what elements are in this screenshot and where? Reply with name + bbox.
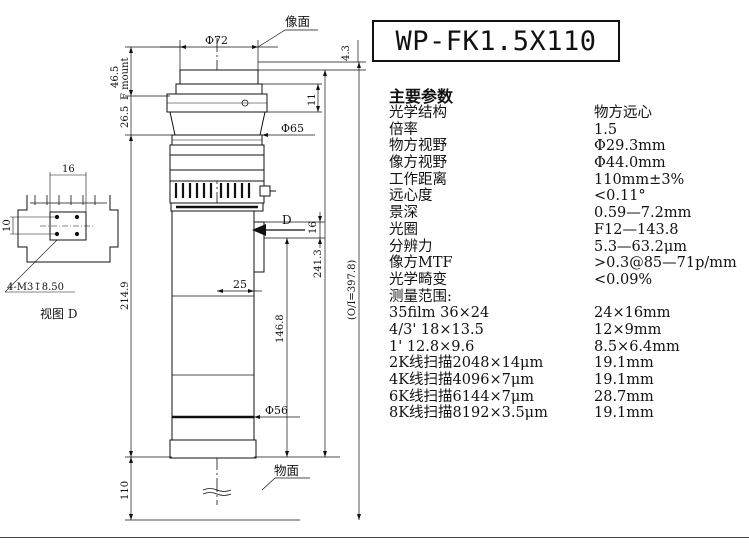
diameter-top-label: Φ72 [205,34,228,47]
view-d-detail [4,172,119,293]
spec-panel: 主要参数 光学结构 物方远心倍率 1.5 物方视野 Φ29.3mm 像方视野 Φ44.0mm… [389,88,749,422]
spec-row: 光学畸变 <0.09% [389,272,749,289]
spec-row-label: 倍率 [389,121,418,138]
spec-row: 光圈 F12—143.8 [389,222,749,239]
spec-row-value: <0.11° [594,188,646,205]
drawing-labels: 像面 Φ72 Φ65 Φ56 25 D 物面 46.5 F mount 26.5… [2,14,358,500]
spec-row-label: 工作距离 [389,171,447,188]
spec-row: 物方视野 Φ29.3mm [389,138,749,155]
spec-row-value: 0.59—7.2mm [594,205,692,222]
range-row-value: 19.1mm [594,372,654,388]
dim-146-8-label: 146.8 [275,314,286,343]
bottom-rule [0,537,749,538]
specs-title: 主要参数 [389,87,454,106]
spec-row-value: 110mm±3% [594,171,685,188]
range-row: 6K线扫描6144×7μm 28.7mm [389,389,749,406]
view-d-height-label: 10 [2,219,13,232]
spec-row-value: Φ29.3mm [594,138,666,155]
dim-16-side-label: 16 [308,221,319,234]
range-row: 4/3' 18×13.5 12×9mm [389,322,749,339]
range-row: 8K线扫描8192×3.5μm 19.1mm [389,405,749,422]
range-row-value: 24×16mm [594,305,671,322]
spec-row-value: F12—143.8 [594,221,679,238]
object-plane-label: 物面 [274,463,299,478]
range-row-value: 19.1mm [594,405,654,422]
dimension-arrows [129,45,361,520]
f-mount-label: F mount [120,57,131,100]
spec-row-label: 物方视野 [389,138,447,155]
dim-110-label: 110 [120,481,131,500]
range-row-value: 12×9mm [594,321,662,338]
spec-row-value: >0.3@85—71p/mm [594,255,737,272]
range-row-label: 4K线扫描4096×7μm [389,372,535,388]
range-row-value: 8.5×6.4mm [594,338,680,355]
spec-row-label: 像方视野 [389,155,447,172]
spec-row: 像方视野 Φ44.0mm [389,155,749,172]
spec-row: 光学结构 物方远心 [389,105,749,122]
spec-row-label: 景深 [389,205,418,222]
total-length-label: (O/I=397.8) [347,260,358,320]
dim-4-3-label: 4.3 [341,45,352,61]
range-row: 2K线扫描2048×14μm 19.1mm [389,355,749,372]
range-row-label: 8K线扫描8192×3.5μm [389,405,548,422]
model-title: WP-FK1.5X110 [372,20,620,62]
range-title: 测量范围: [389,288,452,305]
range-row-label: 6K线扫描6144×7μm [389,388,535,405]
view-d-thread-note: 4-M3↧8.50 [7,282,64,293]
spec-row: 远心度 <0.11° [389,188,749,205]
spec-row-label: 像方MTF [389,255,453,272]
range-row-value: 19.1mm [594,355,654,372]
spec-list: 光学结构 物方远心倍率 1.5 物方视野 Φ29.3mm 像方视野 Φ44.0mm 工作距离 1… [389,105,749,289]
dim-25-label: 25 [233,278,247,291]
view-d-title: 视图 D [40,306,77,321]
dim-46-5-label: 46.5 [110,66,121,88]
range-row: 4K线扫描4096×7μm 19.1mm [389,372,749,389]
diameter-body-label: Φ56 [265,404,288,417]
spec-row-label: 光学结构 [389,105,447,121]
spec-row-label: 光学畸变 [389,271,447,288]
range-row: 35film 36×24 24×16mm [389,305,749,322]
range-row-label: 35film 36×24 [389,305,490,322]
spec-row-value: 5.3—63.2μm [594,238,688,255]
range-row-label: 2K线扫描2048×14μm [389,355,544,372]
dim-11-label: 11 [307,93,318,106]
image-plane-label: 像面 [285,14,310,29]
view-arrow-label: D [282,213,292,227]
spec-row: 倍率 1.5 [389,122,749,139]
spec-row: 分辨力 5.3—63.2μm [389,239,749,256]
range-row-label: 4/3' 18×13.5 [389,321,484,338]
lens-outline [166,38,276,505]
dim-214-9-label: 214.9 [120,281,131,310]
range-row-label: 1' 12.8×9.6 [389,338,475,355]
spec-row-label: 远心度 [389,188,433,205]
range-row: 1' 12.8×9.6 8.5×6.4mm [389,339,749,356]
diameter-mount-label: Φ65 [281,122,304,135]
spec-row: 景深 0.59—7.2mm [389,205,749,222]
dimension-lines [125,29,366,521]
spec-row-value: 物方远心 [594,105,652,121]
spec-row: 工作距离 110mm±3% [389,172,749,189]
dim-241-3-label: 241.3 [313,249,324,278]
spec-row-value: 1.5 [594,121,618,138]
spec-row-value: Φ44.0mm [594,155,666,172]
spec-row-label: 光圈 [389,221,418,238]
dim-26-5-label: 26.5 [120,106,131,128]
spec-row: 像方MTF >0.3@85—71p/mm [389,255,749,272]
view-d-width-label: 16 [62,164,75,175]
spec-row-label: 分辨力 [389,238,433,255]
range-row-value: 28.7mm [594,388,654,405]
spec-row-value: <0.09% [594,271,653,288]
